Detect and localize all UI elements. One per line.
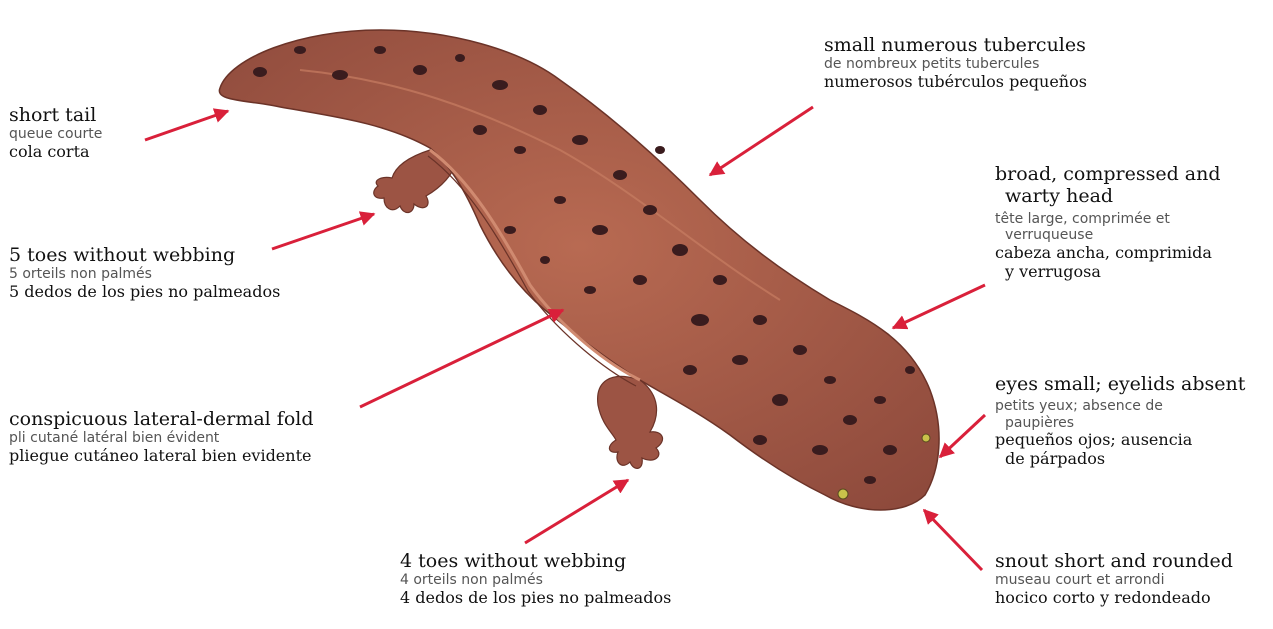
head-en-1: broad, compressed and [995, 163, 1221, 185]
label-snout: snout short and rounded museau court et … [995, 550, 1233, 608]
snout-fr: museau court et arrondi [995, 572, 1233, 589]
label-head: broad, compressed and warty head tête la… [995, 163, 1221, 282]
snout-en: snout short and rounded [995, 550, 1233, 572]
salamander-body [219, 30, 939, 510]
tubercules-fr: de nombreux petits tubercules [824, 56, 1087, 73]
label-short-tail: short tail queue courte cola corta [9, 104, 102, 162]
label-four-toes: 4 toes without webbing 4 orteils non pal… [400, 550, 671, 608]
arrow-short-tail [145, 111, 228, 140]
lateral-fold-fr: pli cutané latéral bien évident [9, 430, 314, 447]
eyes-fr-2: paupières [995, 415, 1245, 432]
five-toes-es: 5 dedos de los pies no palmeados [9, 283, 280, 302]
arrow-eyes [940, 415, 985, 457]
head-es-1: cabeza ancha, comprimida [995, 244, 1221, 263]
short-tail-es: cola corta [9, 143, 102, 162]
head-fr-2: verruqueuse [995, 227, 1221, 244]
arrow-lateral-fold [360, 310, 563, 407]
front-leg [598, 376, 663, 468]
eye-lower [838, 489, 848, 499]
head-es-2: y verrugosa [995, 263, 1221, 282]
arrow-tubercules [710, 107, 813, 175]
five-toes-fr: 5 orteils non palmés [9, 266, 280, 283]
head-fr-1: tête large, comprimée et [995, 211, 1221, 228]
label-five-toes: 5 toes without webbing 5 orteils non pal… [9, 244, 280, 302]
tubercules-es: numerosos tubérculos pequeños [824, 73, 1087, 92]
four-toes-fr: 4 orteils non palmés [400, 572, 671, 589]
eyes-en: eyes small; eyelids absent [995, 373, 1245, 395]
label-lateral-fold: conspicuous lateral-dermal fold pli cuta… [9, 408, 314, 466]
head-en-2: warty head [995, 185, 1221, 207]
eyes-fr-1: petits yeux; absence de [995, 398, 1245, 415]
eye-upper [922, 434, 930, 442]
five-toes-en: 5 toes without webbing [9, 244, 280, 266]
label-eyes: eyes small; eyelids absent petits yeux; … [995, 373, 1245, 469]
arrow-five-toes [272, 214, 374, 249]
arrow-four-toes [525, 480, 628, 543]
tubercules-en: small numerous tubercules [824, 34, 1087, 56]
snout-es: hocico corto y redondeado [995, 589, 1233, 608]
lateral-fold-en: conspicuous lateral-dermal fold [9, 408, 314, 430]
eyes-es-2: de párpados [995, 450, 1245, 469]
label-tubercules: small numerous tubercules de nombreux pe… [824, 34, 1087, 92]
short-tail-en: short tail [9, 104, 102, 126]
four-toes-es: 4 dedos de los pies no palmeados [400, 589, 671, 608]
eyes-es-1: pequeños ojos; ausencia [995, 431, 1245, 450]
lateral-fold-es: pliegue cutáneo lateral bien evidente [9, 447, 314, 466]
short-tail-fr: queue courte [9, 126, 102, 143]
arrow-head [893, 285, 985, 328]
four-toes-en: 4 toes without webbing [400, 550, 671, 572]
arrow-snout [924, 510, 982, 570]
